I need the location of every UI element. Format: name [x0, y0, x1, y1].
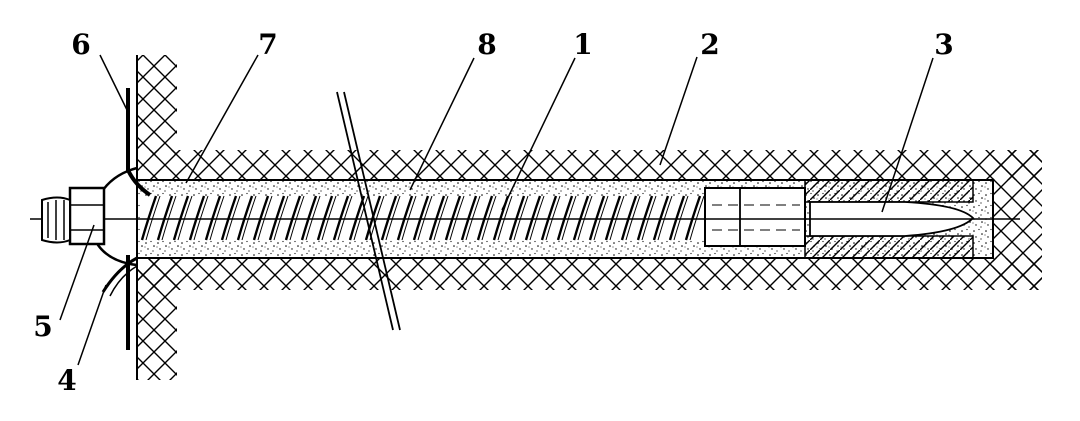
callout-4: 4	[57, 364, 77, 397]
bolt-rod	[140, 195, 705, 241]
leader-lines	[59, 54, 934, 366]
coupler	[704, 187, 806, 247]
rock-mass	[136, 55, 1042, 380]
nut	[41, 186, 106, 246]
callout-3: 3	[934, 28, 954, 61]
break-lines	[336, 91, 401, 331]
callout-6: 6	[71, 28, 91, 61]
callout-5: 5	[33, 310, 53, 343]
callout-8: 8	[477, 28, 497, 61]
callout-1: 1	[573, 28, 593, 61]
callout-7: 7	[258, 28, 278, 61]
callout-2: 2	[700, 28, 720, 61]
